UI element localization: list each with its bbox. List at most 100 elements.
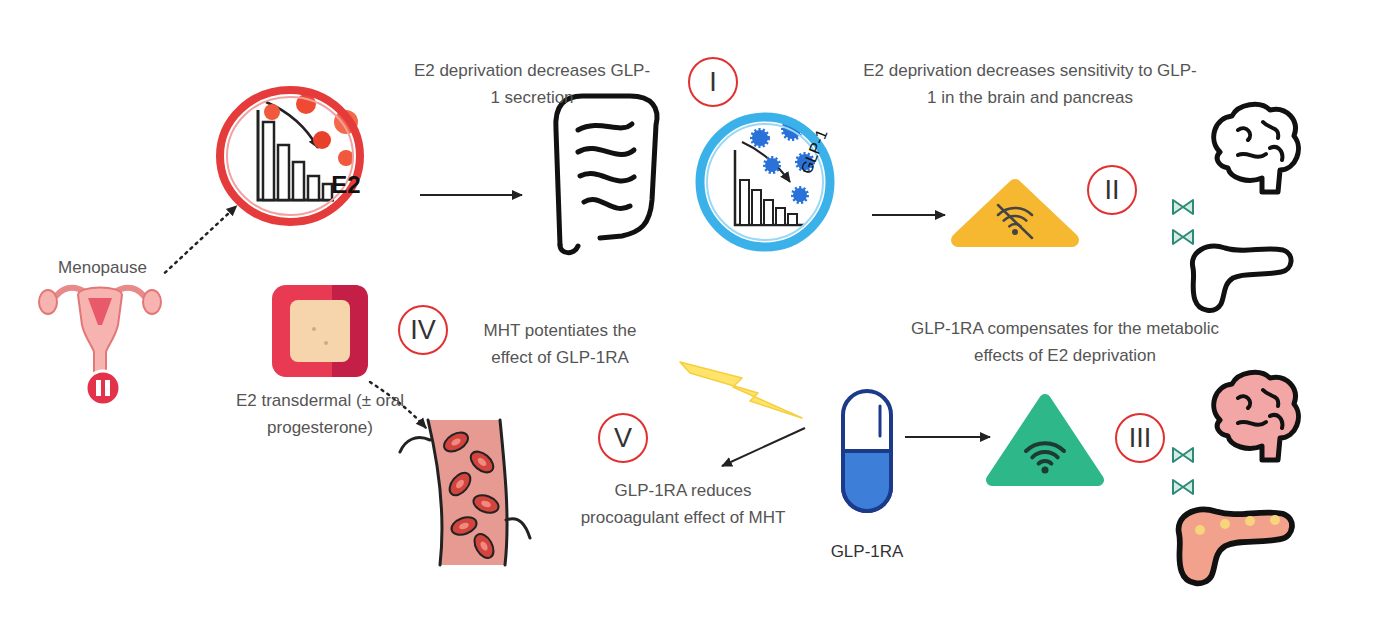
flow-arrow [905, 436, 990, 438]
peptide-dot [793, 188, 807, 202]
patch-body [272, 285, 368, 377]
caption-text: GLP-1RA compensates for the metabolic ef… [890, 315, 1240, 369]
caption-text: GLP-1RA reduces procoagulant effect of M… [568, 477, 798, 531]
red-cell-center [480, 499, 491, 508]
rectum [560, 245, 578, 253]
menopause-node: Menopause [40, 252, 165, 410]
receptor-symbol [1173, 230, 1193, 244]
red-cell-center [458, 521, 469, 530]
red-cell-center [476, 456, 488, 467]
red-cell-center [479, 540, 489, 552]
receptor-symbol [1173, 480, 1193, 494]
callout-number: II [1088, 166, 1136, 214]
callout-circle [1116, 414, 1164, 462]
red-cell [467, 448, 497, 477]
signal-dot [1012, 229, 1018, 235]
callout-number: V [599, 414, 647, 462]
ring-outline [220, 90, 360, 222]
pancreas-lobule [1245, 516, 1255, 526]
warning-triangle [958, 186, 1072, 240]
pause-bar [96, 380, 101, 396]
small-intestine [578, 124, 634, 208]
red-cell [441, 429, 472, 456]
callout-circle [399, 306, 447, 354]
pancreas-lobule [1270, 515, 1280, 525]
patch-dot [324, 341, 328, 345]
red-cell [471, 492, 501, 516]
peptide-dot [752, 130, 768, 146]
red-cell [471, 531, 498, 562]
chart-bar [776, 208, 785, 225]
patch-pad [290, 300, 350, 362]
uterus-cavity [88, 298, 112, 325]
triangle-shape [992, 400, 1098, 480]
callout-circle [599, 414, 647, 462]
red-cell [449, 514, 479, 538]
triangle-shape [958, 186, 1072, 240]
pancreas-illustration [1179, 509, 1292, 583]
node-shape [215, 85, 365, 227]
caption-text: E2 deprivation decreases GLP-1 secretion [412, 57, 652, 111]
callout-circle [689, 58, 737, 106]
flow-arrow [420, 194, 522, 196]
red-cell [446, 469, 475, 499]
pancreas-lobule [1220, 519, 1230, 529]
signal-arcs [1026, 443, 1064, 463]
hormone-dot [313, 131, 331, 149]
red-cell-center [450, 437, 462, 447]
trend-arrow [742, 142, 790, 182]
peptide-dot [765, 158, 779, 172]
pill-node: GLP-1RA [840, 388, 894, 514]
ovary [39, 290, 57, 314]
connector-line [165, 206, 237, 273]
node-text: E2 [326, 171, 366, 198]
receptor-symbol [1173, 448, 1193, 462]
flow-arrow [722, 428, 805, 466]
red-cell-center [454, 478, 465, 490]
pill-body [843, 391, 891, 511]
node-shape [272, 285, 368, 377]
signal-dot [1042, 467, 1049, 474]
pancreas-lobule [1195, 525, 1205, 535]
clot-illustration [400, 420, 530, 565]
chart-bar [752, 190, 761, 225]
node-text: GLP-1RA [807, 538, 927, 565]
chart-bar [293, 162, 304, 200]
glp1-circle: GLP-1 [695, 112, 835, 252]
caption-text: E2 deprivation decreases sensitivity to … [860, 57, 1200, 111]
callout-number: I [689, 58, 737, 106]
chart-bar [308, 176, 319, 200]
chart-axis [258, 110, 334, 200]
pill-half [843, 451, 891, 511]
pause-bar [105, 380, 110, 396]
signal-slash [998, 205, 1032, 238]
vessel-wall [400, 420, 530, 565]
uterus-body [78, 288, 122, 373]
caption-text: MHT potentiates the effect of GLP-1RA [465, 317, 655, 371]
node-shape [840, 388, 894, 514]
chart-bar [788, 214, 797, 225]
callout-number: III [1116, 414, 1164, 462]
pancreas-illustration [1192, 246, 1291, 310]
brain-illustration [1214, 372, 1299, 460]
estradiol-circle: E2 [215, 85, 365, 227]
chart-bar [278, 145, 289, 200]
patch-node: E2 transdermal (± oral progesterone) [272, 285, 368, 377]
pill-highlight [879, 406, 882, 436]
uterus-illustration [39, 288, 161, 406]
callout-number: IV [399, 306, 447, 354]
node-text: E2 transdermal (± oral progesterone) [232, 387, 408, 441]
flow-arrow [872, 214, 945, 216]
brain-illustration [1214, 104, 1299, 192]
chart-bar [323, 184, 332, 200]
chart-bar [764, 200, 773, 225]
callout-circle [1088, 166, 1136, 214]
receptor-symbol [1173, 200, 1193, 214]
patch-dot [312, 327, 316, 331]
chart-axis [735, 150, 804, 225]
ovary [143, 290, 161, 314]
node-text: Menopause [40, 254, 165, 281]
